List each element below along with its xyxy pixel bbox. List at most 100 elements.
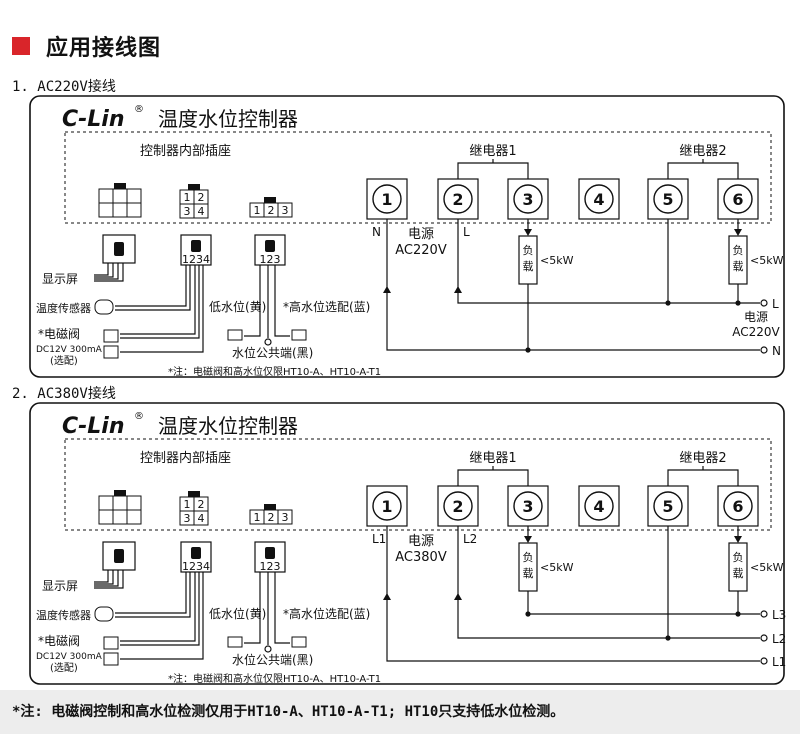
line-L2-label: L2	[772, 632, 786, 646]
terminal-circle	[723, 184, 753, 214]
terminal-circle	[653, 184, 683, 214]
terminal-ring	[760, 346, 768, 354]
plug-latch	[265, 547, 275, 559]
load-1: 负载<5kW	[518, 219, 574, 285]
high-level-label: *高水位选配(蓝)	[283, 299, 370, 314]
socket-pin-number: 3	[184, 512, 191, 525]
low-level-label: 低水位(黄)	[209, 299, 266, 314]
plug-latch	[191, 547, 201, 559]
terminal-circle	[443, 491, 473, 521]
low-level-wire	[244, 572, 261, 644]
junction-dot	[665, 635, 671, 641]
wire-N	[386, 286, 760, 351]
socket-cell	[98, 509, 114, 525]
valve-spec: DC12V 300mA	[36, 652, 103, 662]
socket-key	[188, 184, 200, 190]
socket-cell	[112, 188, 128, 204]
terminal-number: 1	[381, 497, 392, 516]
load-label: 负	[733, 550, 744, 564]
sensor-plug: 1234	[180, 234, 212, 266]
junction-dot	[735, 611, 741, 617]
junction-dot	[525, 611, 531, 617]
socket-pin-number: 3	[282, 511, 289, 524]
socket-cell	[112, 509, 128, 525]
line-L1-label: L1	[772, 655, 786, 669]
right-power-voltage: AC220V	[732, 325, 780, 339]
display-cable	[94, 570, 114, 585]
display-label: 显示屏	[42, 579, 78, 593]
plug-pins-label: 123	[260, 253, 281, 266]
line-N-label: N	[772, 344, 781, 358]
socket-pin-number: 1	[184, 191, 191, 204]
terminal-5: 5	[647, 485, 689, 527]
brand-logo: C-Lin	[62, 414, 125, 439]
section-label-ac220: 1. AC220V接线	[12, 79, 116, 95]
socket-pin-number: 1	[254, 511, 261, 524]
valve-optional: (选配)	[50, 661, 78, 674]
terminal-1: 1	[366, 178, 408, 220]
socket-6pin	[98, 183, 142, 218]
temp-sensor-icon	[94, 606, 114, 622]
socket-pin-number: 3	[282, 204, 289, 217]
relay1-bracket	[457, 162, 529, 179]
low-probe-icon	[227, 329, 243, 341]
controller-note: *注：电磁阀和高水位仅限HT10-A、HT10-A-T1	[168, 672, 381, 685]
valve-connector-icon	[103, 652, 119, 666]
controller-frame	[29, 402, 785, 685]
red-square-icon	[12, 37, 30, 55]
socket-cell	[193, 203, 209, 219]
socket-cell	[126, 495, 142, 511]
socket-key	[114, 490, 126, 496]
power-voltage: AC380V	[395, 550, 447, 565]
socket-cell	[277, 509, 293, 525]
socket-cell	[98, 202, 114, 218]
socket-label: 控制器内部插座	[140, 143, 231, 159]
load-label: 载	[523, 260, 534, 273]
low-probe-icon	[227, 636, 243, 648]
socket-cell	[126, 202, 142, 218]
plug-latch	[114, 549, 124, 563]
load-label: 载	[733, 260, 744, 273]
valve-connector-icon	[103, 636, 119, 650]
high-probe-icon	[291, 636, 307, 648]
valve-label: *电磁阀	[38, 633, 80, 648]
wire-L2	[457, 593, 760, 639]
socket-cell	[112, 202, 128, 218]
valve-optional: (选配)	[50, 354, 78, 367]
section-label-ac380: 2. AC380V接线	[12, 386, 116, 402]
terminal-1: 1	[366, 485, 408, 527]
socket-cell	[98, 495, 114, 511]
left-line-label: L2	[463, 532, 477, 546]
socket-cell	[277, 202, 293, 218]
load-rating: <5kW	[750, 561, 784, 574]
sensor-cable	[115, 572, 187, 614]
plug-latch	[114, 242, 124, 256]
terminal-circle	[653, 491, 683, 521]
valve-cable	[120, 572, 204, 660]
terminal-number: 4	[593, 190, 604, 209]
terminal-6: 6	[717, 178, 759, 220]
sensor-cable	[115, 265, 187, 307]
socket-cell	[98, 188, 114, 204]
arrow-down-icon	[524, 229, 532, 236]
controller-note: *注：电磁阀和高水位仅限HT10-A、HT10-A-T1	[168, 365, 381, 378]
terminal-circle	[513, 184, 543, 214]
terminal-number: 4	[593, 497, 604, 516]
level-plug: 123	[254, 234, 286, 266]
temp-sensor-icon	[94, 299, 114, 315]
load-label: 负	[523, 550, 534, 564]
terminal-ring	[760, 657, 768, 665]
valve-cable	[120, 265, 200, 339]
right-power-label: 电源	[744, 310, 768, 324]
socket-pin-number: 4	[198, 512, 205, 525]
socket-cell	[193, 510, 209, 526]
registered-mark: ®	[134, 104, 144, 115]
socket-key	[188, 491, 200, 497]
socket-cell	[126, 509, 142, 525]
relay1-label: 继电器1	[469, 144, 516, 159]
socket-pin-number: 2	[198, 191, 205, 204]
terminal-2: 2	[437, 485, 479, 527]
socket-pin-number: 3	[184, 205, 191, 218]
valve-spec: DC12V 300mA	[36, 345, 103, 355]
